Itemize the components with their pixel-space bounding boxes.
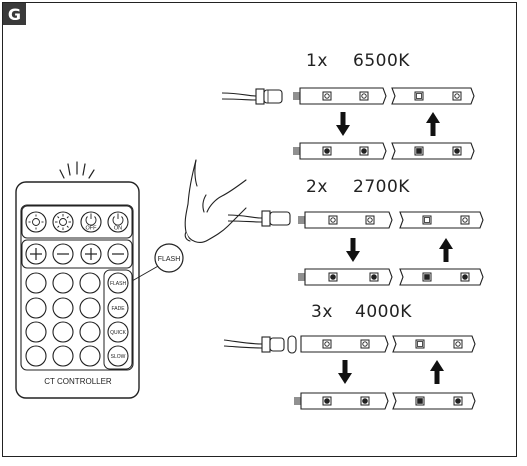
led-strip-lit xyxy=(297,268,393,286)
led-strip-lit xyxy=(293,392,389,410)
power-off-icon xyxy=(85,213,97,226)
power-cable xyxy=(223,335,297,354)
quick-button[interactable]: QUICK xyxy=(107,321,129,343)
blank-button[interactable] xyxy=(79,345,101,367)
power-on-icon xyxy=(112,213,124,226)
mode-3-group: 3x 4000K xyxy=(223,302,476,410)
led-strip-lit xyxy=(391,142,475,160)
blank-button[interactable] xyxy=(52,321,74,343)
brightness-down-icon xyxy=(28,214,44,230)
arrow-up-icon xyxy=(426,112,440,136)
blank-button[interactable] xyxy=(52,297,74,319)
on-button[interactable]: ON xyxy=(107,211,129,233)
mode-2-count: 2x xyxy=(306,177,328,197)
flash-button-label: FLASH xyxy=(110,281,127,287)
flash-callout: FLASH xyxy=(131,243,184,282)
blank-button[interactable] xyxy=(25,272,47,294)
quick-button-label: QUICK xyxy=(110,330,127,336)
led-strip xyxy=(391,87,475,105)
signal-lines xyxy=(59,161,95,179)
plus-button-2[interactable] xyxy=(80,243,102,265)
mode-1-count: 1x xyxy=(306,51,328,71)
mode-1-temperature: 6500K xyxy=(353,51,410,71)
power-cable xyxy=(221,88,283,105)
blank-button[interactable] xyxy=(79,272,101,294)
off-button[interactable]: OFF xyxy=(80,211,102,233)
blank-button[interactable] xyxy=(25,297,47,319)
slow-button[interactable]: SLOW xyxy=(107,345,129,367)
minus-button-1[interactable] xyxy=(52,243,74,265)
arrow-up-icon xyxy=(439,238,453,262)
blank-button-grid xyxy=(25,272,101,367)
led-strip-lit xyxy=(399,268,484,286)
power-cable xyxy=(227,210,291,227)
off-label: OFF xyxy=(86,226,98,232)
led-strip xyxy=(399,211,484,229)
figure-frame xyxy=(2,2,517,457)
fade-button-label: FADE xyxy=(111,306,125,312)
slow-button-label: SLOW xyxy=(111,354,126,360)
plus-icon xyxy=(85,248,97,260)
led-strip-lit xyxy=(292,142,387,160)
mode-3-count: 3x xyxy=(311,302,333,322)
arrow-down-icon xyxy=(338,360,352,384)
arrow-up-icon xyxy=(430,360,444,384)
led-strip xyxy=(300,335,389,353)
blank-button[interactable] xyxy=(79,321,101,343)
minus-button-2[interactable] xyxy=(107,243,129,265)
arrow-down-icon xyxy=(336,112,350,136)
mode-2-temperature: 2700K xyxy=(353,177,410,197)
led-strip xyxy=(392,335,476,353)
led-strip xyxy=(297,211,393,229)
callout-label: FLASH xyxy=(158,256,181,263)
brightness-up-icon xyxy=(55,214,71,230)
brightness-up-button[interactable] xyxy=(52,211,74,233)
plus-button-1[interactable] xyxy=(25,243,47,265)
blank-button[interactable] xyxy=(79,297,101,319)
blank-button[interactable] xyxy=(52,272,74,294)
hand-icon xyxy=(184,159,247,243)
mode-3-temperature: 4000K xyxy=(355,302,412,322)
blank-button[interactable] xyxy=(52,345,74,367)
plus-icon xyxy=(30,248,42,260)
mode-1-group: 1x 6500K xyxy=(221,51,475,160)
figure-label-badge: G xyxy=(3,3,26,25)
led-strip xyxy=(292,87,387,105)
remote-title: CT CONTROLLER xyxy=(44,377,112,386)
blank-button[interactable] xyxy=(25,321,47,343)
mode-2-group: 2x 2700K xyxy=(227,177,484,286)
on-label: ON xyxy=(114,226,122,232)
fade-button[interactable]: FADE xyxy=(107,297,129,319)
brightness-down-button[interactable] xyxy=(25,211,47,233)
flash-button[interactable]: FLASH xyxy=(107,272,129,294)
arrow-down-icon xyxy=(346,238,360,262)
remote-control: OFF ON xyxy=(15,161,140,399)
blank-button[interactable] xyxy=(25,345,47,367)
led-strip-lit xyxy=(392,392,476,410)
